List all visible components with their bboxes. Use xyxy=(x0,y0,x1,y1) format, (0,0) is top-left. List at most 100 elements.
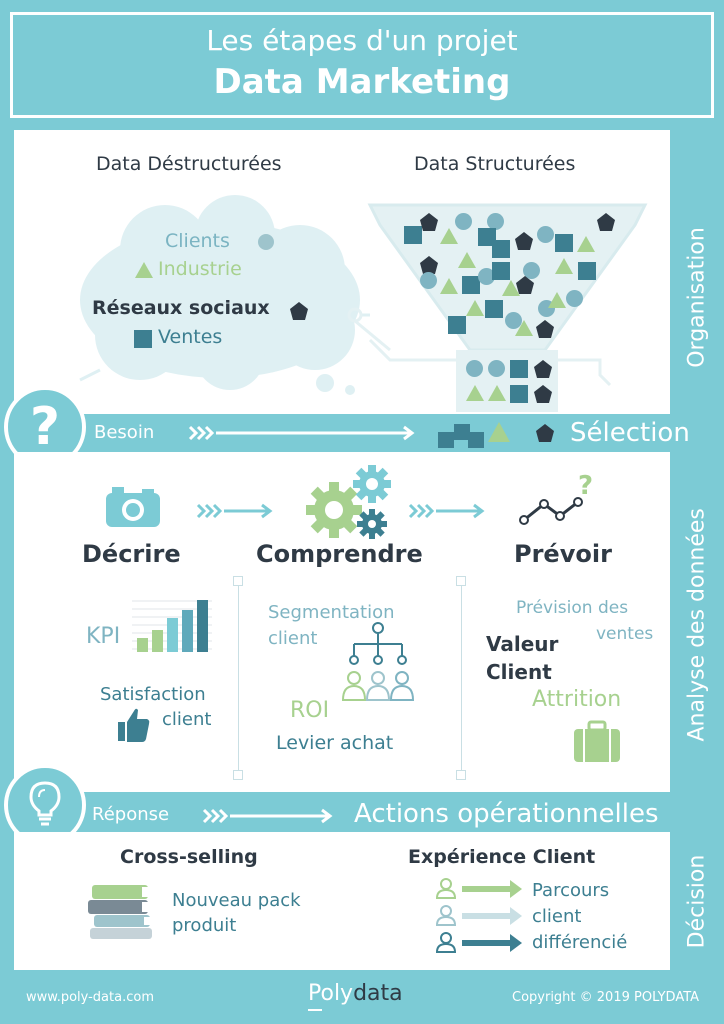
step-decrire: Décrire xyxy=(82,540,181,568)
pentagon-icon xyxy=(420,256,438,274)
square-icon xyxy=(485,300,503,318)
camera-icon xyxy=(106,487,160,527)
square-icon xyxy=(478,228,496,246)
side-label-decision: Décision xyxy=(684,854,710,949)
triangle-icon xyxy=(440,228,458,244)
step-comprendre: Comprendre xyxy=(256,540,423,568)
footer-website[interactable]: www.poly-data.com xyxy=(26,990,154,1005)
pack-line1: Nouveau pack xyxy=(172,890,301,911)
square-icon xyxy=(492,240,510,258)
books-icon xyxy=(88,885,152,939)
pentagon-icon xyxy=(534,385,552,403)
pentagon-icon xyxy=(534,360,552,378)
square-icon xyxy=(578,262,596,280)
arrow-right-icon xyxy=(408,503,485,519)
circle-icon xyxy=(505,312,522,329)
lightbulb-icon xyxy=(29,781,61,826)
side-label-analyse: Analyse des données xyxy=(684,508,710,742)
square-icon xyxy=(454,424,470,440)
pentagon-icon xyxy=(597,213,615,231)
circle-icon xyxy=(258,234,274,250)
parcours-line3: différencié xyxy=(532,932,628,953)
triangle-icon xyxy=(466,385,484,401)
roi-label: ROI xyxy=(290,698,330,723)
question-icon: ? xyxy=(29,397,61,457)
triangle-icon xyxy=(577,236,595,252)
band-left-reponse: Réponse xyxy=(92,804,170,825)
cloud-item-clients: Clients xyxy=(165,230,230,252)
triangle-icon xyxy=(502,280,520,296)
footer-copyright: Copyright © 2019 POLYDATA xyxy=(512,990,700,1005)
segmentation-line2: client xyxy=(268,628,318,649)
divider xyxy=(461,580,462,776)
cross-selling-title: Cross-selling xyxy=(120,846,258,868)
arrow-right-icon xyxy=(202,808,333,824)
valeur-line2: Client xyxy=(486,660,552,684)
pack-line2: produit xyxy=(172,915,237,936)
prevision-line1: Prévision des xyxy=(516,598,629,618)
pentagon-icon xyxy=(515,232,533,250)
band-reponse xyxy=(0,792,724,832)
triangle-icon xyxy=(135,262,153,278)
square-icon xyxy=(510,385,528,403)
square-icon xyxy=(510,360,528,378)
pentagon-icon xyxy=(536,320,554,338)
triangle-icon xyxy=(466,300,484,316)
triangle-icon xyxy=(555,258,573,274)
prevision-line2: ventes xyxy=(596,624,654,644)
circle-icon xyxy=(537,226,554,243)
band-right-selection: Sélection xyxy=(570,418,690,448)
logo-underline xyxy=(308,1009,322,1011)
experience-title: Expérience Client xyxy=(408,846,596,868)
divider xyxy=(238,580,239,776)
circle-icon xyxy=(478,268,495,285)
org-chart-icon xyxy=(341,622,415,701)
square-icon xyxy=(492,262,510,280)
suitcase-icon xyxy=(574,720,620,762)
gears-icon xyxy=(306,465,391,539)
page-title-line1: Les étapes d'un projet xyxy=(206,24,518,57)
divider-cap xyxy=(456,576,466,586)
triangle-icon xyxy=(458,252,476,268)
cloud-item-ventes: Ventes xyxy=(158,326,223,348)
unstructured-title: Data Déstructurées xyxy=(96,153,282,175)
arrow-right-icon xyxy=(196,503,273,519)
header-frame xyxy=(10,12,714,118)
cloud-item-industrie: Industrie xyxy=(158,258,242,280)
triangle-icon xyxy=(548,292,566,308)
triangle-icon xyxy=(488,422,510,442)
square-icon xyxy=(468,432,484,448)
circle-icon xyxy=(466,360,483,377)
square-icon xyxy=(555,234,573,252)
structured-title: Data Structurées xyxy=(414,153,576,175)
kpi-label: KPI xyxy=(86,624,121,649)
square-icon xyxy=(448,316,466,334)
pentagon-icon xyxy=(290,302,308,320)
side-label-organisation: Organisation xyxy=(684,227,710,368)
square-icon xyxy=(134,330,152,348)
divider-cap xyxy=(233,576,243,586)
step-prevoir: Prévoir xyxy=(514,540,612,568)
circle-icon xyxy=(523,262,540,279)
circle-icon xyxy=(488,360,505,377)
square-icon xyxy=(438,432,454,448)
circle-icon xyxy=(420,272,437,289)
band-right-actions: Actions opérationnelles xyxy=(354,799,659,829)
circle-icon xyxy=(487,213,504,230)
cloud-item-reseaux: Réseaux sociaux xyxy=(92,297,270,319)
circle-icon xyxy=(455,213,472,230)
thumbs-up-icon xyxy=(118,708,150,742)
svg-text:?: ? xyxy=(578,471,593,501)
satisfaction-line2: client xyxy=(162,709,212,730)
pentagon-icon xyxy=(536,424,554,442)
square-icon xyxy=(462,276,480,294)
square-icon xyxy=(404,226,422,244)
logo-poly: Poly xyxy=(308,981,354,1006)
triangle-icon xyxy=(515,320,533,336)
parcours-line2: client xyxy=(532,906,582,927)
triangle-icon xyxy=(488,385,506,401)
segmentation-line1: Segmentation xyxy=(268,602,395,623)
trend-question-icon: ? xyxy=(519,471,593,525)
circle-icon xyxy=(566,290,583,307)
logo-data: data xyxy=(353,981,403,1006)
